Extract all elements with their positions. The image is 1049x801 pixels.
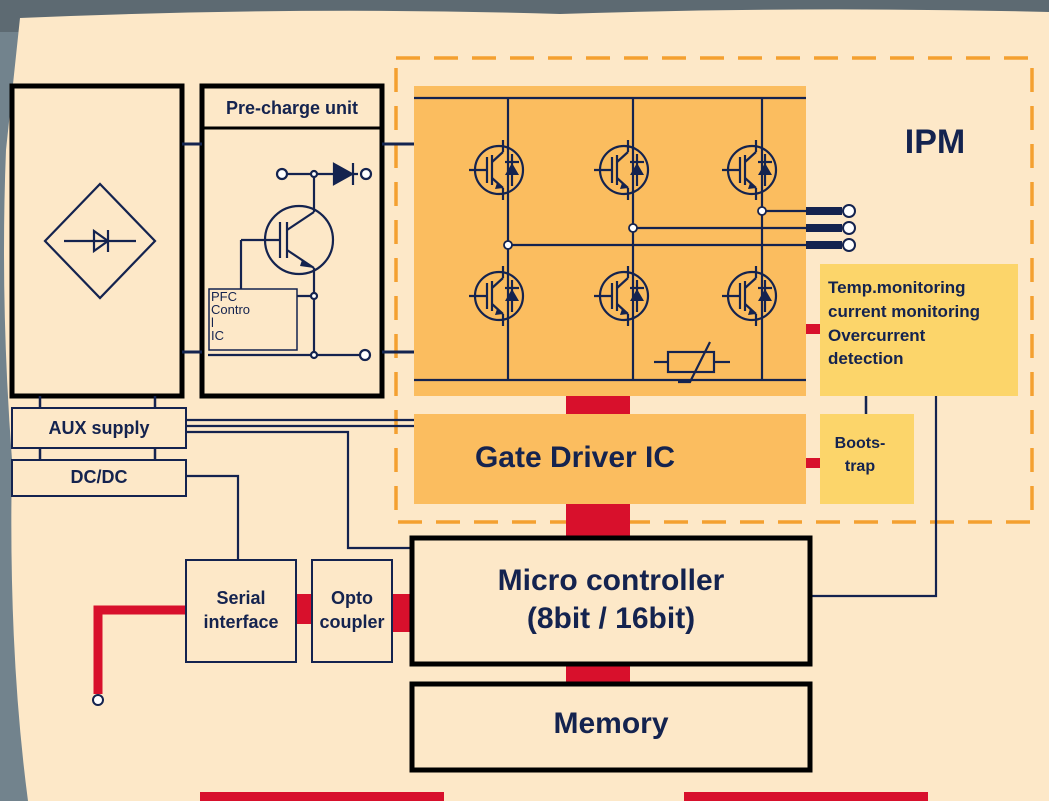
- aux-supply-label: AUX supply: [48, 418, 150, 438]
- pfc-controller-label: PFC Contro l IC: [211, 289, 251, 343]
- dcdc-box: [11, 459, 187, 497]
- memory-label: Memory: [553, 707, 669, 740]
- microcontroller-label: Micro controller (8bit / 16bit): [497, 564, 725, 635]
- dcdc-label: DC/DC: [70, 467, 128, 487]
- aux-supply-box: [11, 407, 187, 449]
- rectifier-symbol: [43, 182, 157, 300]
- microcontroller-box: [409, 535, 813, 667]
- precharge-circuit: [208, 162, 373, 362]
- precharge-unit-label: Pre-charge unit: [225, 98, 359, 118]
- serial-interface-box: [185, 559, 297, 663]
- phase-output-terminals: [806, 204, 856, 252]
- inverter-block: [414, 86, 806, 396]
- serial-interface-label: Serial interface: [203, 588, 279, 633]
- pfc-controller-box: [208, 288, 298, 351]
- bootstrap-block: [820, 414, 914, 504]
- monitoring-block: [820, 264, 1018, 396]
- memory-box: [409, 681, 813, 773]
- monitoring-label: Temp.monitoring current monitoring Overc…: [828, 278, 981, 369]
- thermistor-symbol: [654, 341, 730, 384]
- bootstrap-label: Boots- trap: [834, 435, 886, 476]
- precharge-block: [199, 83, 385, 399]
- inverter-wiring: [414, 96, 840, 382]
- ipm-label: IPM: [904, 123, 966, 161]
- optocoupler-label: Opto coupler: [319, 588, 385, 633]
- gate-driver-block: [414, 414, 806, 504]
- optocoupler-box: [311, 559, 393, 663]
- rectifier-block: [9, 83, 185, 399]
- ipm-border: [394, 56, 1034, 524]
- gate-driver-label: Gate Driver IC: [474, 441, 676, 474]
